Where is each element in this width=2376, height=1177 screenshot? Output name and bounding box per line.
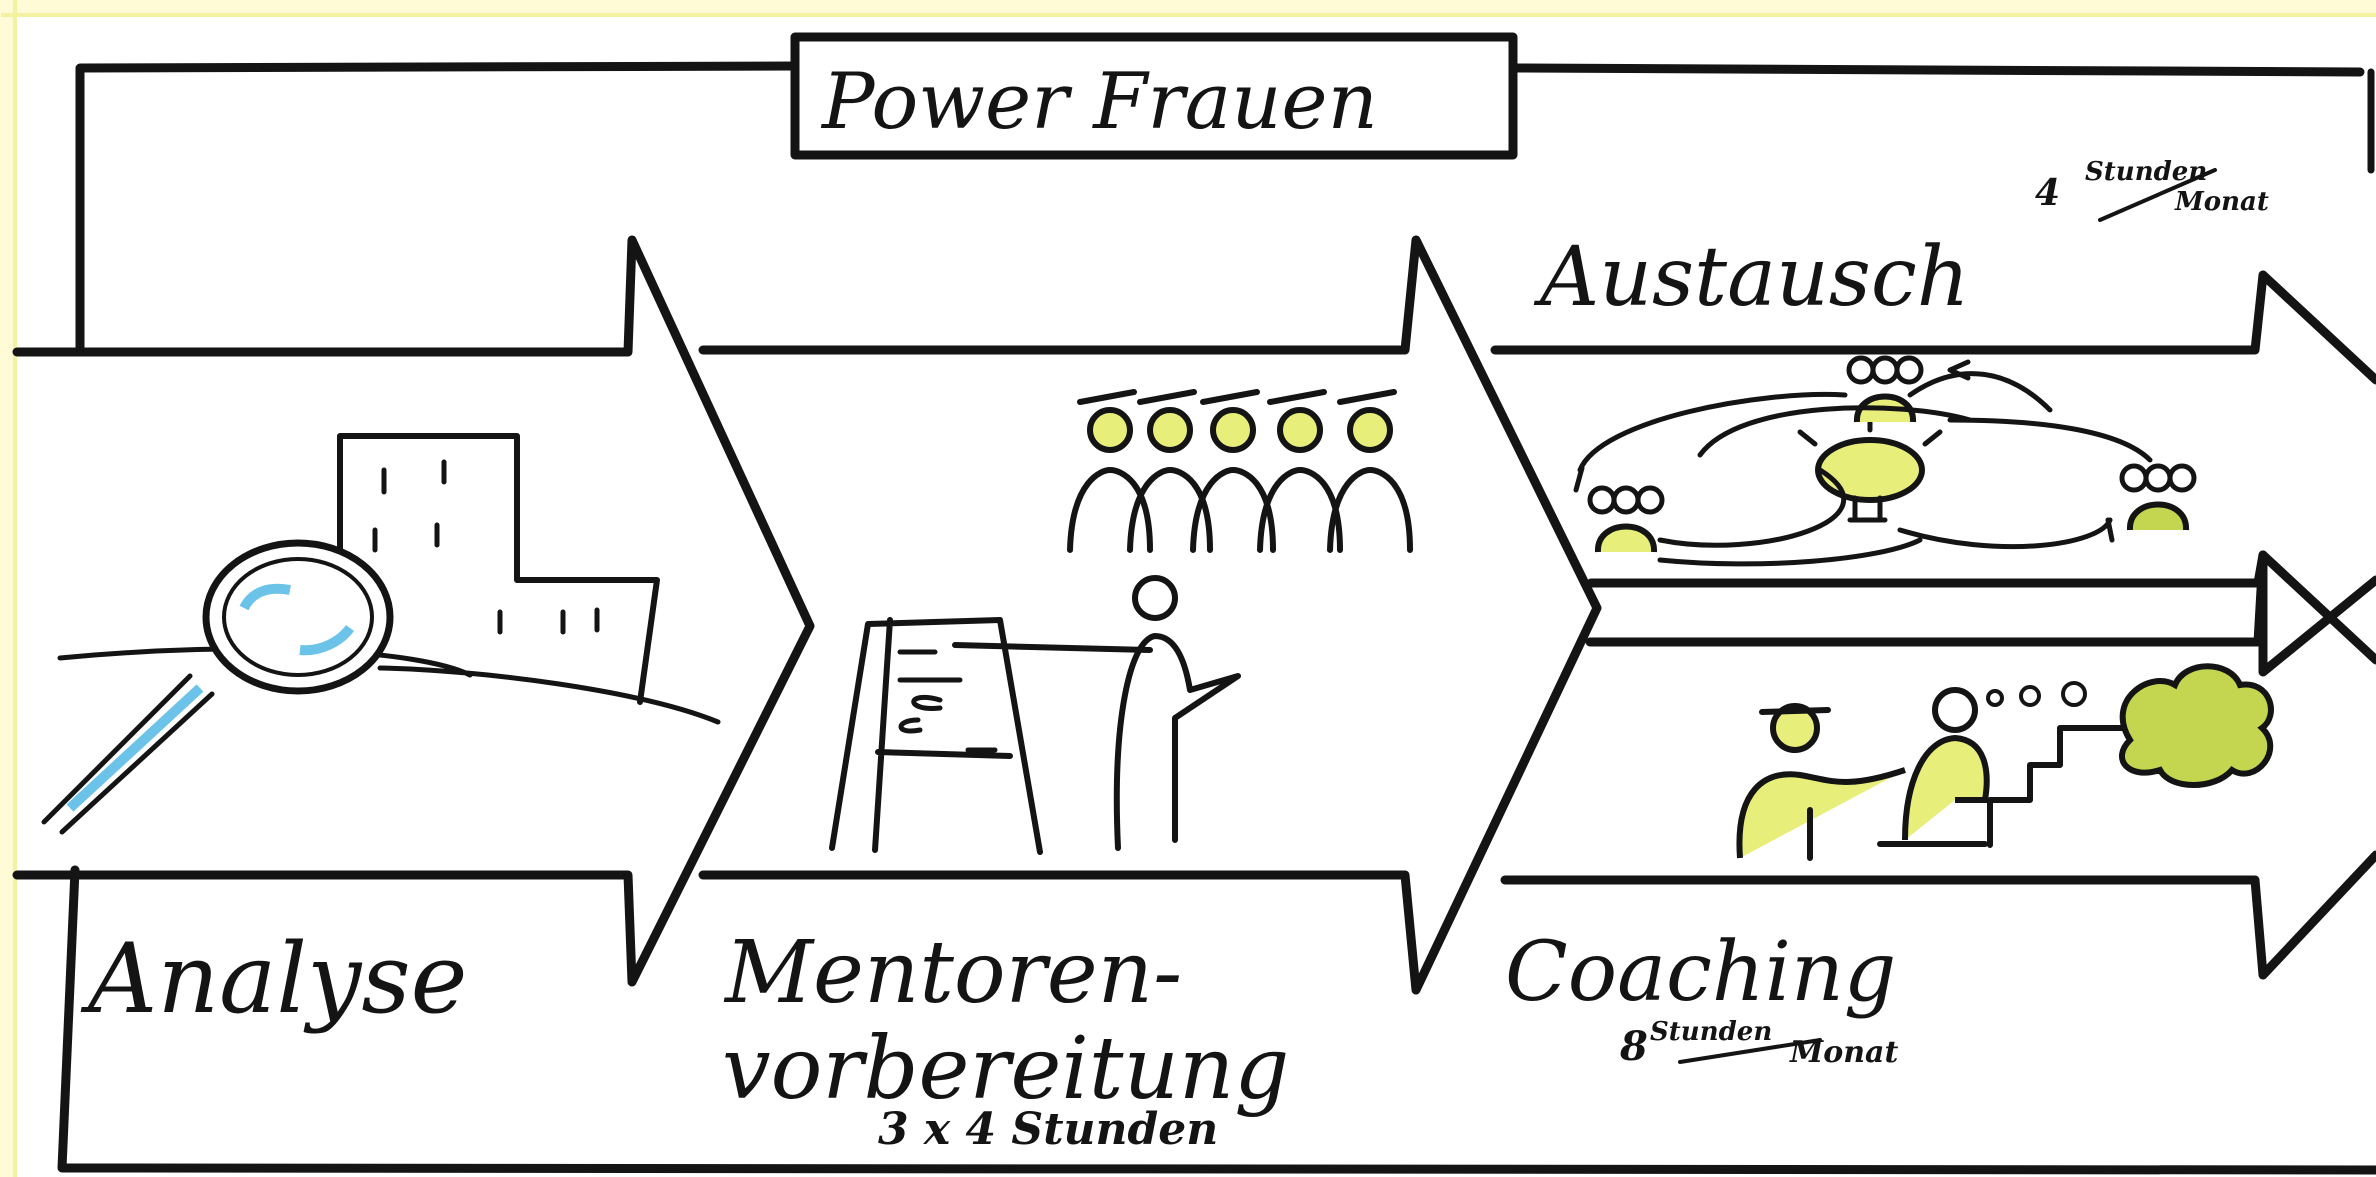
thought-bubbles-icon (1986, 681, 2087, 707)
flipchart-icon (829, 617, 1043, 855)
phase-label-analyse: Analyse (80, 923, 467, 1035)
graduates-group-icon (1067, 389, 1413, 553)
duration-coaching-per: Monat (1789, 1035, 1898, 1070)
duration-coaching-number: 8 (1619, 1023, 1648, 1070)
duration-austausch: 4 Stunden Monat (2035, 157, 2269, 222)
bottom-frame-line (57, 865, 2376, 1175)
paper-sheet (17, 17, 2376, 1177)
phase-label-mentoren-line2: vorbereitung (722, 1019, 1289, 1119)
title-box: Power Frauen (790, 32, 1518, 160)
top-frame-line (75, 61, 2365, 353)
arrow-analyse (12, 235, 815, 987)
phase-duration-mentoren: 3 x 4 Stunden (878, 1104, 1218, 1155)
duration-coaching-unit: Stunden (1650, 1017, 1772, 1047)
presenter-icon (952, 575, 1241, 851)
phase-label-mentoren-line1: Mentoren- (723, 923, 1182, 1023)
page-title: Power Frauen (820, 57, 1378, 147)
phase-label-austausch: Austausch (1533, 230, 1970, 325)
duration-coaching: 8 Stunden Monat (1619, 1017, 1898, 1070)
magnifier-icon (41, 539, 394, 835)
lightbulb-icon (1797, 409, 1943, 523)
thought-cloud-icon (2119, 663, 2274, 788)
exchange-arrows (1573, 359, 2153, 567)
coach-icon (1736, 703, 1906, 861)
duration-austausch-per: Monat (2174, 187, 2269, 217)
arrow-coaching (1500, 550, 2376, 980)
phase-label-coaching: Coaching (1505, 925, 1896, 1020)
duration-austausch-number: 4 (2035, 172, 2060, 214)
coachee-icon (1877, 687, 1990, 847)
group-icon (1587, 355, 2197, 553)
arrow-mentoren (698, 235, 1602, 995)
